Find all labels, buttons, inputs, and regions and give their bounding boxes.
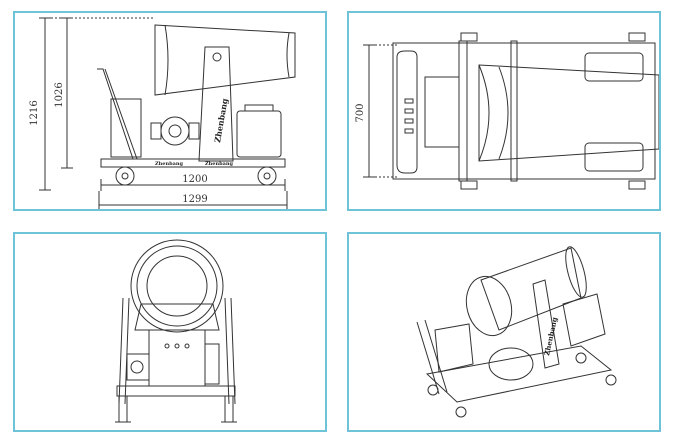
wheel-left	[115, 166, 135, 186]
front-view-panel	[13, 232, 327, 432]
dim-label-overall-height: 1216	[29, 100, 40, 125]
side-view-panel: 1216 1026 1200 1299 Zhenbang Zhenbang Zh…	[13, 11, 327, 211]
dim-label-width: 700	[355, 103, 366, 122]
brand-label-arm: Zhenbang	[212, 97, 230, 143]
front-arm-right	[230, 297, 236, 405]
water-tank	[236, 110, 282, 158]
front-arm-left	[118, 297, 124, 405]
pump	[160, 116, 190, 146]
top-frame	[392, 42, 656, 180]
front-view-drawing	[115, 239, 237, 423]
push-handle	[97, 68, 134, 160]
fan-ring-outer	[130, 239, 224, 333]
perspective-wheel-2	[455, 406, 467, 418]
brand-label-frame-left: Zhenbang	[155, 161, 183, 167]
dim-label-overall-length: 1299	[182, 194, 207, 205]
front-motor-box	[148, 329, 206, 387]
top-view-drawing: 700	[355, 32, 659, 190]
perspective-view-panel: Zhenbang	[347, 232, 661, 432]
top-view-panel: 700	[347, 11, 661, 211]
control-box	[110, 98, 142, 158]
dim-label-frame-length: 1200	[182, 174, 207, 185]
support-arm	[198, 46, 234, 162]
perspective-wheel-4	[605, 374, 617, 386]
top-barrel	[478, 64, 659, 162]
side-view-drawing: 1216 1026 1200 1299 Zhenbang Zhenbang Zh…	[29, 17, 296, 209]
wheel-right	[257, 166, 277, 186]
perspective-view-drawing: Zhenbang	[416, 246, 617, 418]
front-wheel-left	[118, 395, 128, 423]
perspective-tank	[562, 293, 606, 347]
brand-label-frame-right: Zhenbang	[205, 161, 233, 167]
base-frame	[100, 158, 286, 168]
front-base	[116, 385, 236, 397]
perspective-pump	[488, 347, 534, 381]
perspective-wheel-1	[427, 384, 439, 396]
dim-label-body-height: 1026	[54, 82, 65, 107]
perspective-control-box	[434, 323, 474, 373]
perspective-barrel	[480, 247, 582, 331]
top-handle	[396, 50, 418, 174]
perspective-frame	[425, 345, 613, 403]
fan-barrel	[154, 24, 296, 96]
perspective-arm	[532, 279, 560, 369]
perspective-wheel-3	[575, 352, 587, 364]
